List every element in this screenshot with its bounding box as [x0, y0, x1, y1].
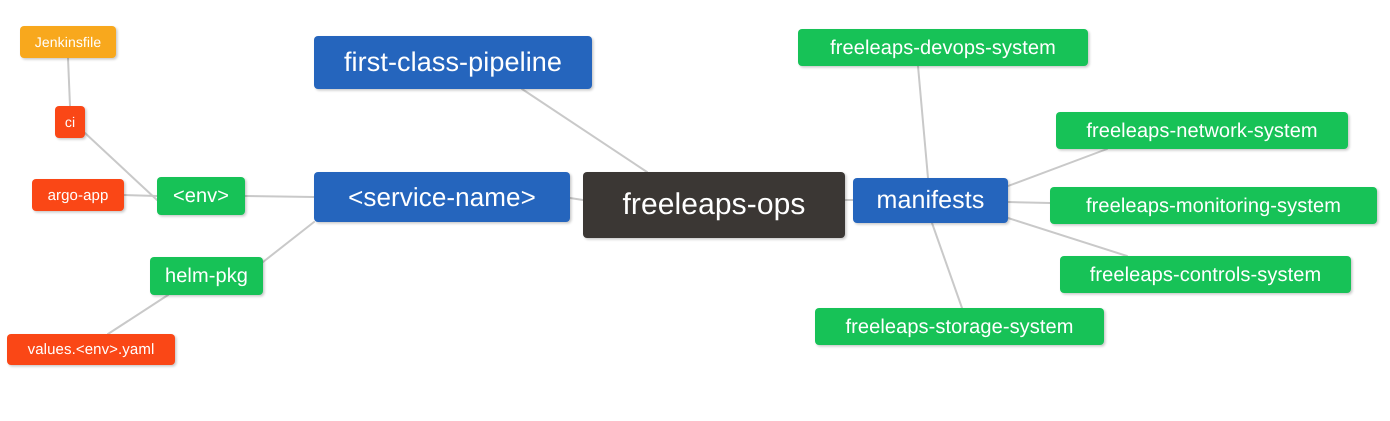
mindmap-edge [931, 222, 963, 309]
node-label: argo-app [47, 186, 109, 204]
mindmap-edge [917, 65, 929, 179]
node-label: freeleaps-devops-system [830, 36, 1056, 59]
mindmap-node-helm-pkg[interactable]: helm-pkg [150, 257, 263, 295]
node-label: freeleaps-network-system [1086, 119, 1318, 142]
mindmap-node-service-name[interactable]: <service-name> [314, 172, 570, 222]
mindmap-node-jenkinsfile[interactable]: Jenkinsfile [20, 26, 116, 58]
node-label: freeleaps-ops [622, 188, 806, 221]
mindmap-node-env[interactable]: <env> [157, 177, 245, 215]
mindmap-edge [569, 197, 584, 201]
node-label: freeleaps-storage-system [845, 315, 1074, 338]
node-label: ci [64, 114, 76, 130]
node-label: values.<env>.yaml [27, 341, 155, 358]
mindmap-node-values-yaml[interactable]: values.<env>.yaml [7, 334, 175, 365]
mindmap-node-argo-app[interactable]: argo-app [32, 179, 124, 211]
mindmap-node-network[interactable]: freeleaps-network-system [1056, 112, 1348, 149]
node-label: freeleaps-monitoring-system [1085, 194, 1341, 217]
mindmap-node-storage[interactable]: freeleaps-storage-system [815, 308, 1104, 345]
mindmap-edge [521, 88, 648, 173]
node-label: first-class-pipeline [343, 47, 563, 77]
mindmap-edge [262, 221, 315, 263]
mindmap-edge [1007, 148, 1108, 187]
mindmap-node-monitoring[interactable]: freeleaps-monitoring-system [1050, 187, 1377, 224]
mindmap-node-freeleaps-ops[interactable]: freeleaps-ops [583, 172, 845, 238]
mindmap-edge [244, 195, 315, 198]
node-label: <env> [172, 185, 230, 207]
mindmap-edge [67, 57, 71, 107]
mindmap-node-controls[interactable]: freeleaps-controls-system [1060, 256, 1351, 293]
mindmap-node-pipeline[interactable]: first-class-pipeline [314, 36, 592, 89]
node-label: manifests [876, 186, 985, 214]
mindmap-node-devops[interactable]: freeleaps-devops-system [798, 29, 1088, 66]
node-label: freeleaps-controls-system [1089, 263, 1322, 286]
mindmap-node-manifests[interactable]: manifests [853, 178, 1008, 223]
mindmap-edge [123, 194, 158, 197]
mindmap-edge [107, 294, 169, 335]
mindmap-edge [1007, 201, 1051, 204]
node-label: helm-pkg [164, 265, 249, 287]
node-label: <service-name> [348, 182, 536, 212]
mindmap-node-ci[interactable]: ci [55, 106, 85, 138]
node-label: Jenkinsfile [34, 34, 102, 50]
